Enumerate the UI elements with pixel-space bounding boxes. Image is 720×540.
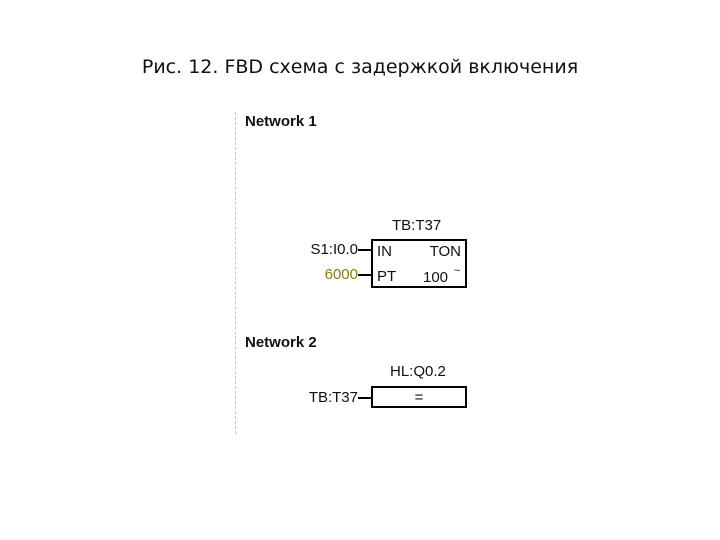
figure-caption: Рис. 12. FBD схема с задержкой включения [141,56,579,78]
power-rail [235,112,236,434]
in-input-label: S1:I0.0 [310,241,358,258]
pt-input-wire [358,274,372,276]
assign-symbol: = [414,389,424,406]
timebase-label: 100 [423,269,449,286]
network-2-title[interactable]: Network 2 [245,334,317,351]
timebase-unit-mark: ~ [454,265,461,277]
network-1-title[interactable]: Network 1 [245,113,317,130]
timer-name-label: TB:T37 [392,217,442,234]
assign-coil-block[interactable]: = [371,386,467,408]
pt-value-label: 6000 [324,266,358,283]
assign-input-label: TB:T37 [308,389,358,406]
in-input-wire [358,249,372,251]
output-name-label: HL:Q0.2 [390,363,446,380]
ton-timer-block[interactable]: IN TON PT 100 ~ [371,239,467,288]
pin-in-label: IN [377,243,392,260]
assign-input-wire [358,397,372,399]
pin-pt-label: PT [377,268,397,285]
timer-type-label: TON [429,243,461,260]
